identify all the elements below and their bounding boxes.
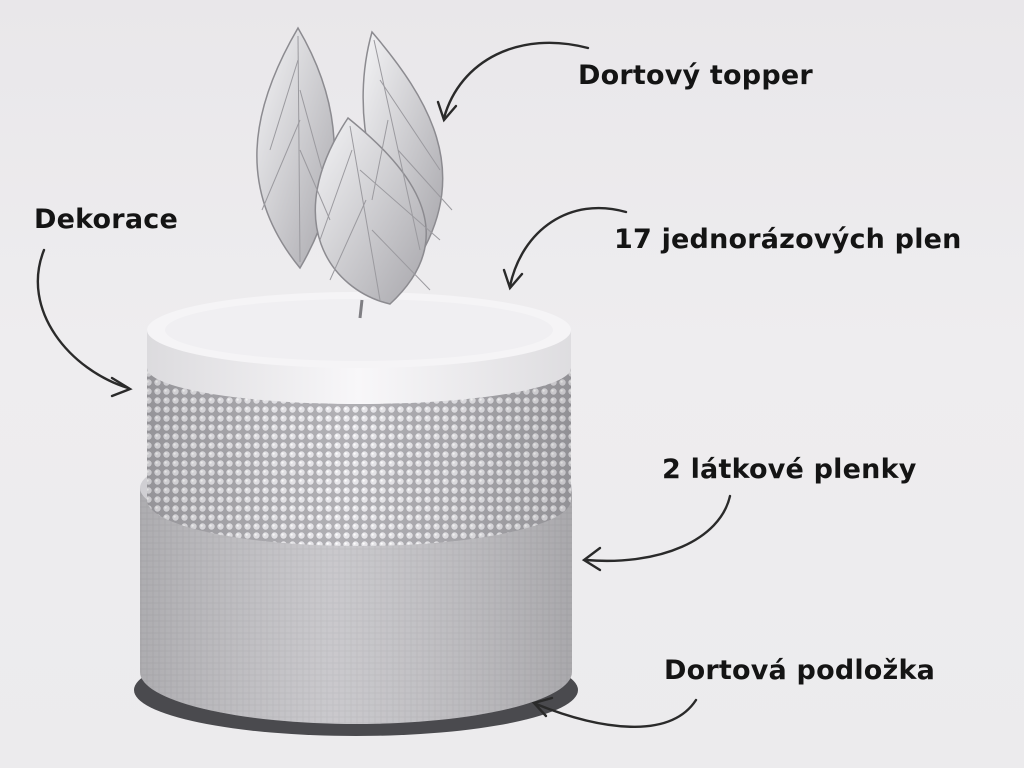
label-cake-board: Dortová podložka [664, 655, 936, 686]
arrow-to-cake-board [531, 696, 698, 728]
label-decoration: Dekorace [34, 204, 178, 235]
arrow-to-decoration [36, 248, 133, 398]
top-tier-diapers [147, 292, 571, 404]
label-cake-topper: Dortový topper [578, 60, 813, 91]
label-cloth-diapers: 2 látkové plenky [662, 454, 917, 485]
label-diapers: 17 jednorázových plen [614, 224, 962, 255]
rhinestone-band [147, 362, 571, 546]
arrow-to-diapers [502, 206, 628, 291]
arrow-to-cloth-diapers [581, 494, 732, 572]
palm-leaf-topper [256, 26, 453, 319]
arrow-to-topper [436, 41, 590, 123]
